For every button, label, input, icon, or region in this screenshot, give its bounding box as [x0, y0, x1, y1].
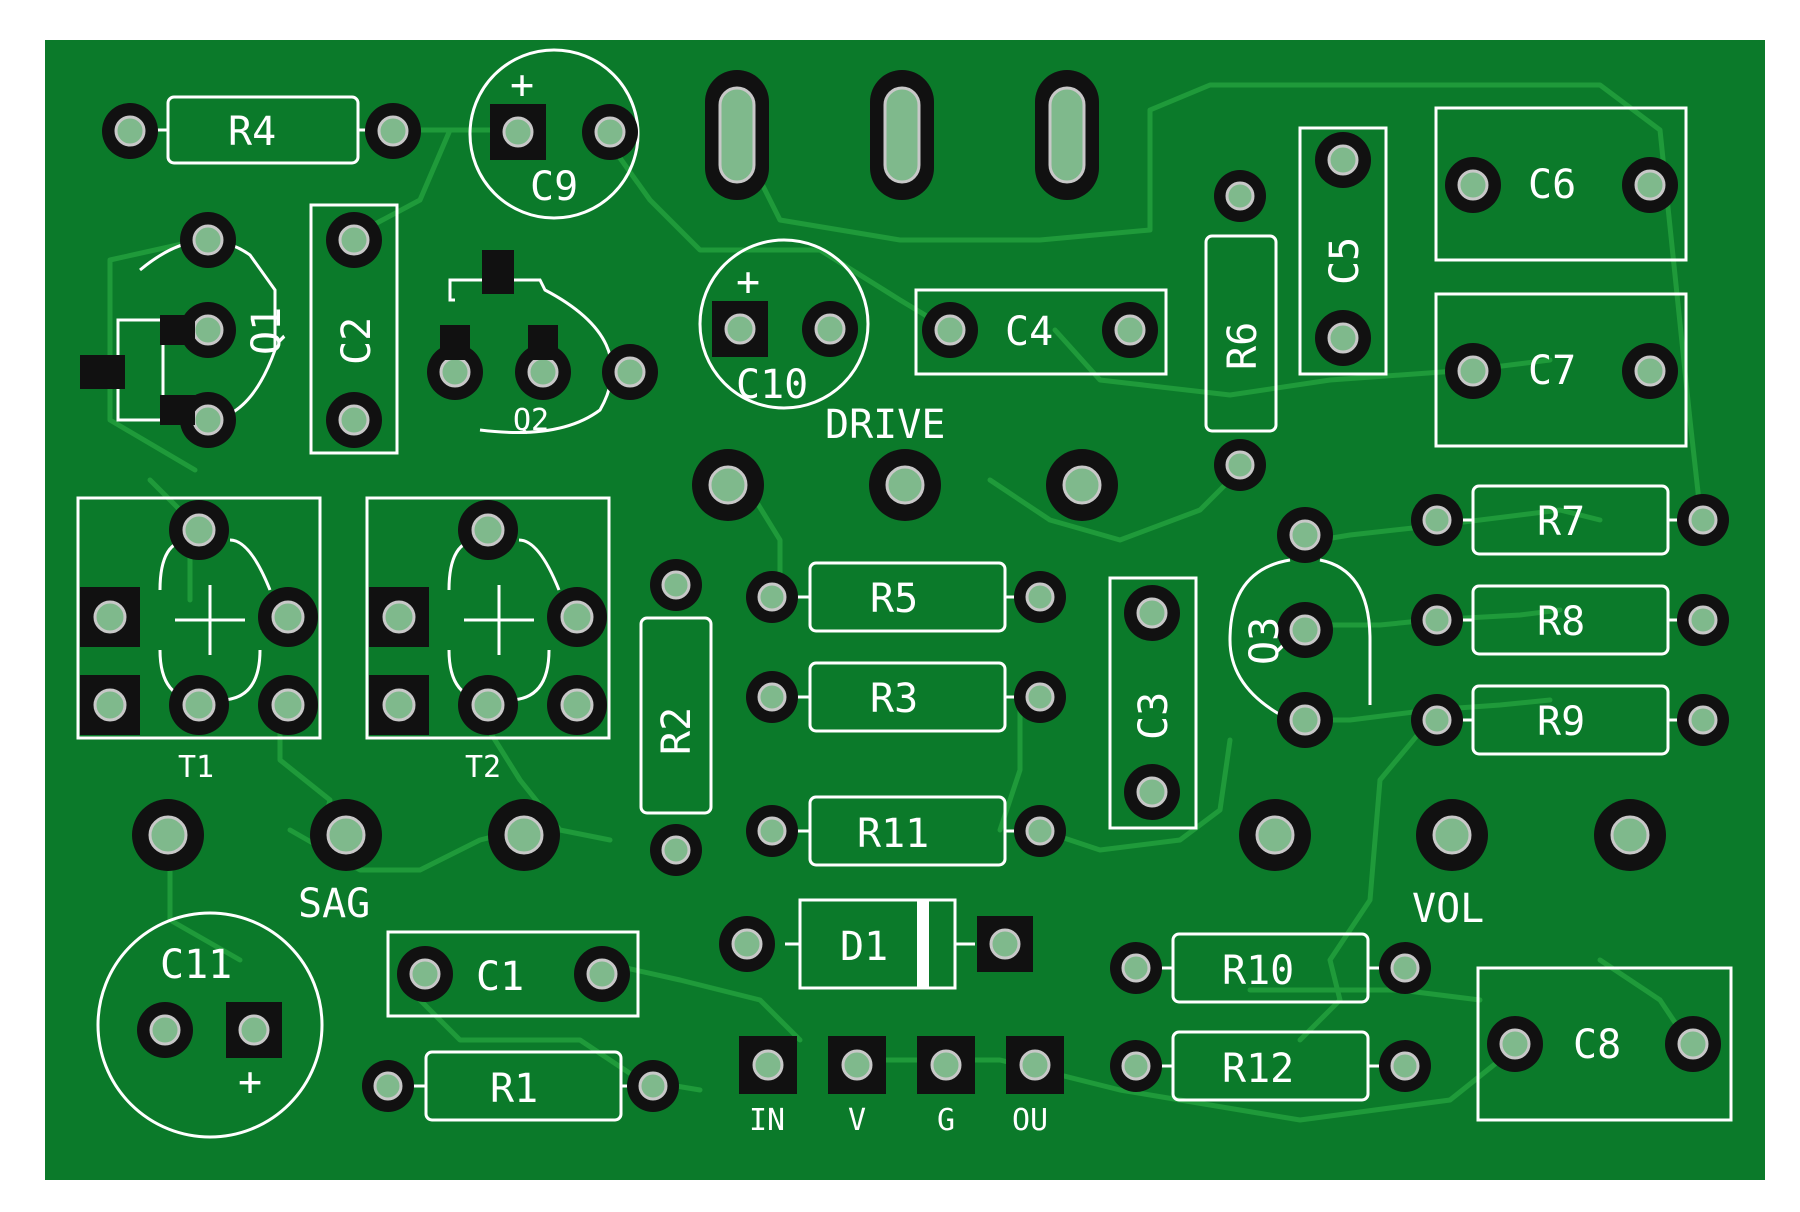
label-c1: C1: [476, 954, 524, 1000]
label-c10: C10: [736, 362, 808, 408]
label-drive: DRIVE: [825, 402, 945, 448]
label-c10-plus: +: [736, 259, 760, 305]
label-g: G: [937, 1103, 955, 1138]
label-c11-plus: +: [238, 1059, 262, 1105]
label-r5: R5: [870, 576, 918, 622]
label-c11: C11: [160, 942, 232, 988]
label-c2: C2: [334, 317, 380, 365]
label-c5: C5: [1322, 237, 1368, 285]
label-r9: R9: [1537, 699, 1585, 745]
label-t2: T2: [465, 750, 501, 785]
label-sag: SAG: [298, 881, 370, 927]
label-c3: C3: [1131, 692, 1177, 740]
label-d1: D1: [840, 924, 888, 970]
label-q1: Q1: [244, 307, 290, 355]
label-c9-plus: +: [510, 62, 534, 108]
label-r3: R3: [870, 676, 918, 722]
label-r4: R4: [228, 109, 276, 155]
label-vol: VOL: [1412, 886, 1484, 932]
label-q3: Q3: [1242, 617, 1288, 665]
label-r1: R1: [490, 1066, 538, 1112]
label-r12: R12: [1222, 1046, 1294, 1092]
label-t1: T1: [178, 750, 214, 785]
label-c9: C9: [530, 164, 578, 210]
label-c4: C4: [1005, 309, 1053, 355]
label-r11: R11: [857, 811, 929, 857]
silkscreen-labels: R4 + C9 Q1 C2 Q2 + C10 DRIVE C4 R6 C5 C6…: [160, 62, 1621, 1138]
label-v: V: [848, 1103, 866, 1138]
label-c7: C7: [1528, 348, 1576, 394]
label-r6: R6: [1220, 322, 1266, 370]
label-r8: R8: [1537, 599, 1585, 645]
silkscreen-outlines: [76, 48, 1733, 1139]
label-r2: R2: [654, 707, 700, 755]
label-ou: OU: [1012, 1103, 1048, 1138]
label-in: IN: [749, 1103, 785, 1138]
label-r7: R7: [1537, 499, 1585, 545]
pads: [80, 70, 1729, 1112]
label-c8: C8: [1573, 1022, 1621, 1068]
label-c6: C6: [1528, 162, 1576, 208]
label-q2: Q2: [513, 403, 549, 438]
label-r10: R10: [1222, 948, 1294, 994]
